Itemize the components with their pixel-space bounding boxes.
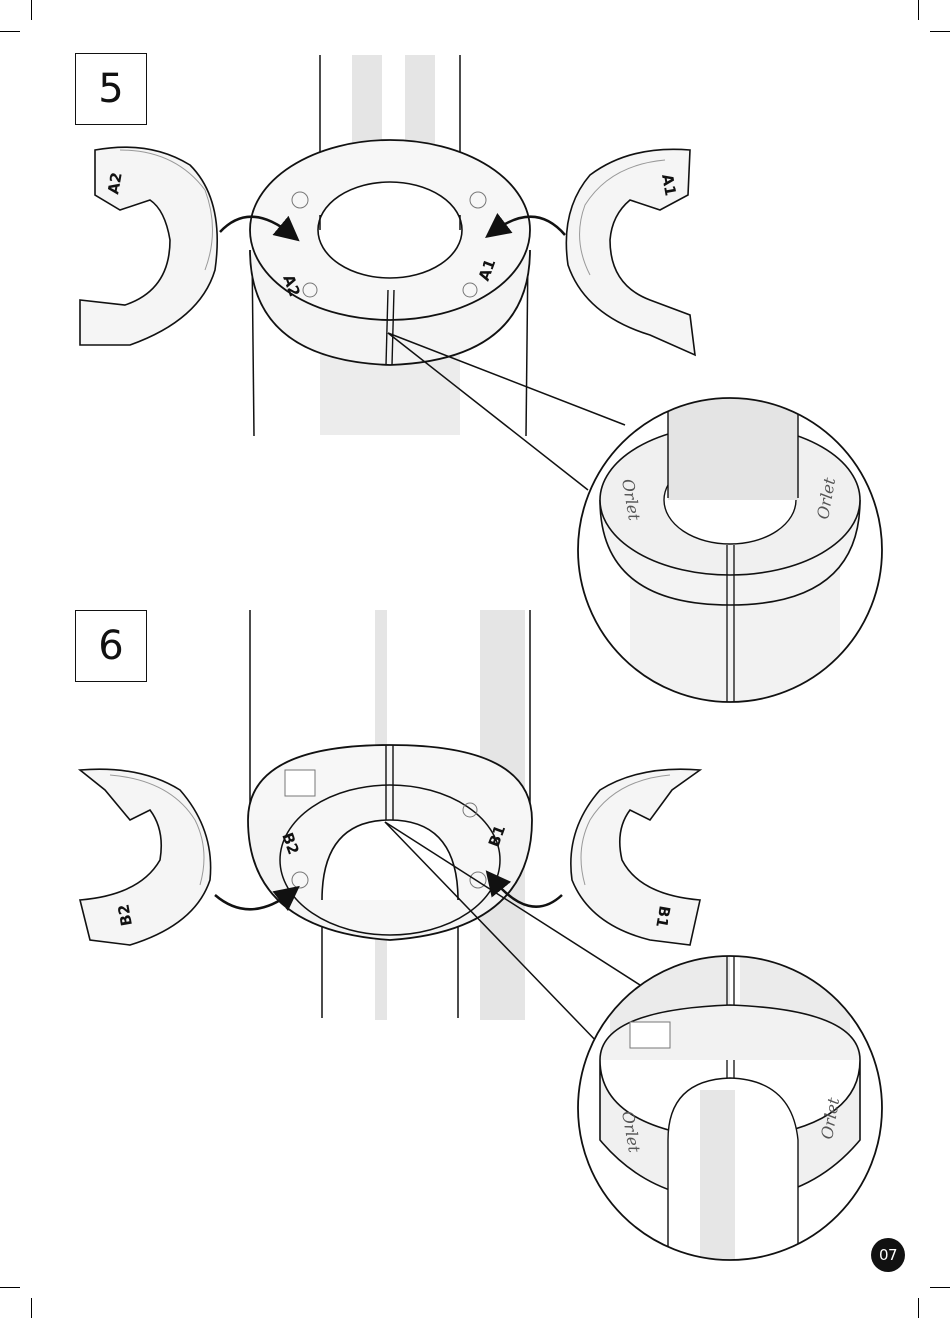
half-ring-a2: A2 bbox=[80, 147, 217, 345]
half-ring-b2: B2 bbox=[80, 769, 211, 945]
half-ring-a1: A1 bbox=[566, 149, 695, 355]
piece-label-b2: B2 bbox=[114, 903, 136, 928]
step-6-illustration: B2 B1 B2 B1 bbox=[80, 610, 882, 1270]
page-number: 07 bbox=[879, 1246, 897, 1264]
piece-label-a2: A2 bbox=[104, 171, 126, 196]
ring-step6: B2 B1 bbox=[248, 745, 532, 940]
half-ring-b1: B1 bbox=[571, 769, 700, 945]
page-number-badge: 07 bbox=[871, 1238, 905, 1272]
piece-label-b1: B1 bbox=[652, 904, 674, 929]
piece-label-a1: A1 bbox=[658, 173, 680, 198]
detail-circle-step6: Orlet Orlet bbox=[578, 950, 882, 1270]
ring-step5: A2 A1 bbox=[250, 140, 530, 436]
detail-circle-step5: Orlet Orlet bbox=[578, 390, 882, 720]
